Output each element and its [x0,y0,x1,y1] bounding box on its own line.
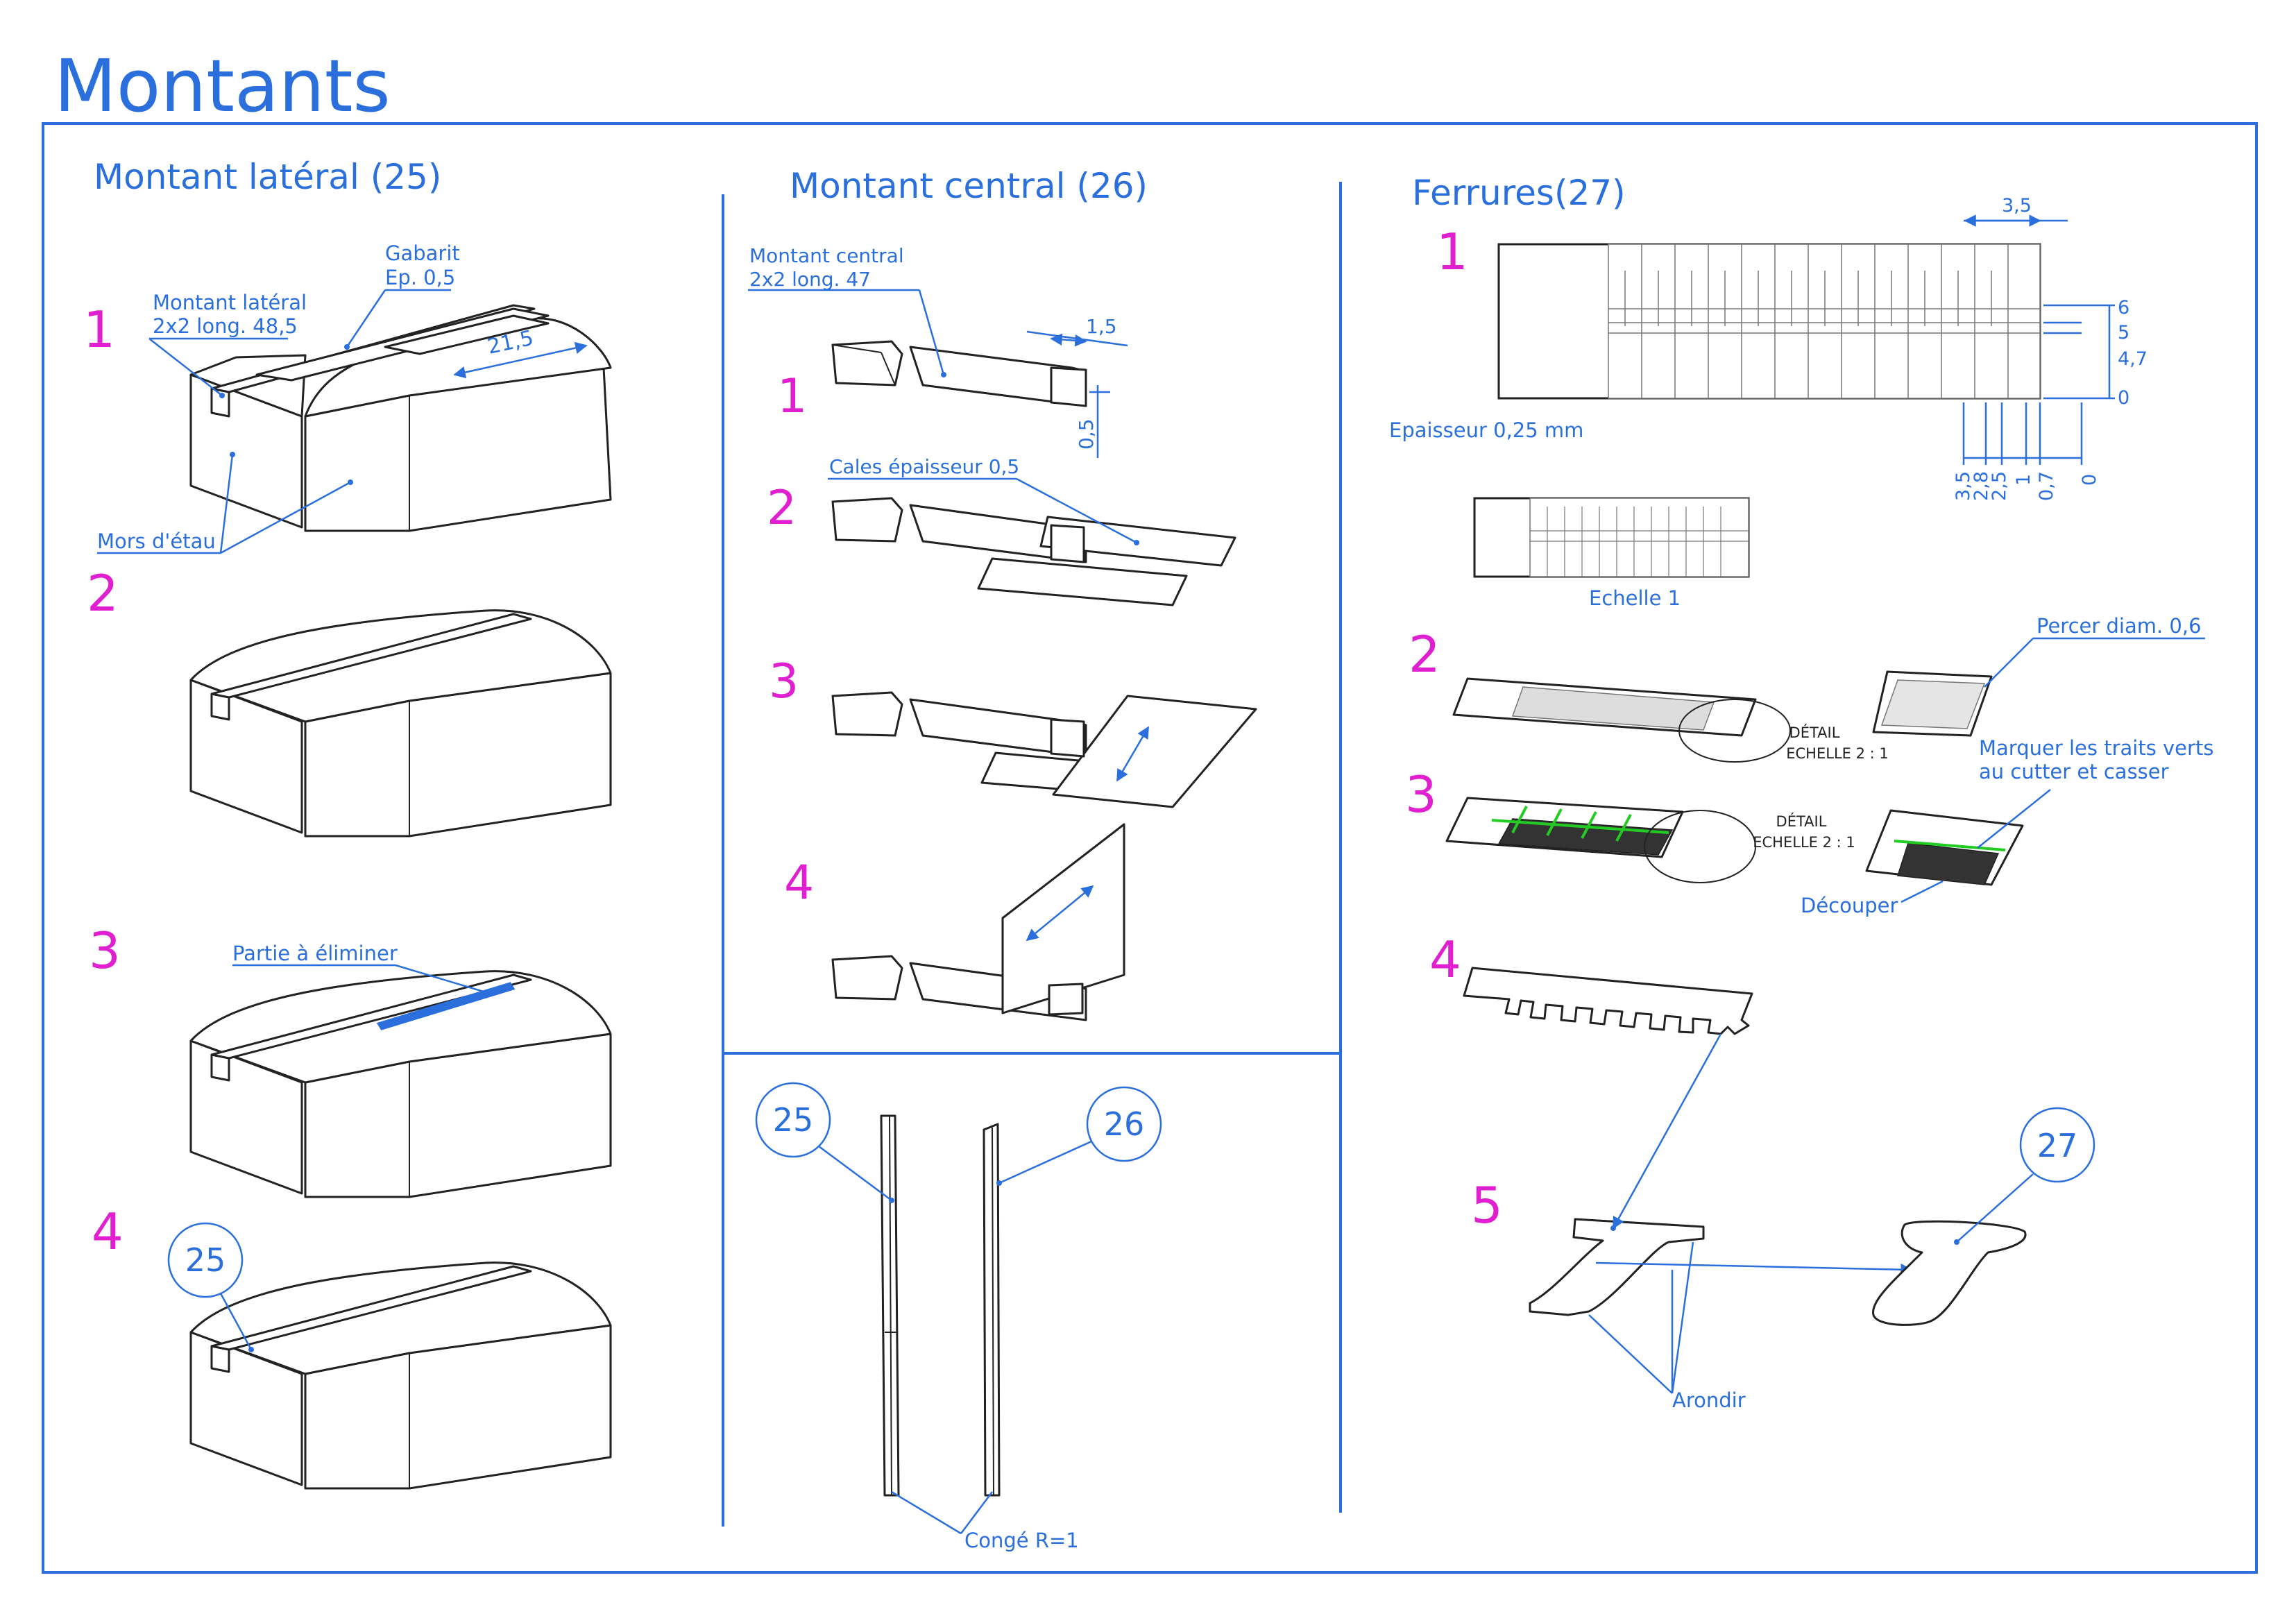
bubble-25-central-text: 25 [773,1101,814,1139]
lateral-step-4-vise [189,1261,612,1490]
section-title-ferrures: Ferrures(27) [1412,173,1626,213]
dim-0-5: 0,5 [1075,418,1098,450]
label-marquer-line2: au cutter et casser [1979,760,2169,783]
dim-bottom-1: 1 [2013,474,2034,486]
lateral-step-3-vise [189,970,612,1198]
lateral-step-2-number: 2 [87,564,119,622]
label-partie-eliminer: Partie à éliminer [232,942,398,965]
ferrures-step-2-number: 2 [1409,625,1440,683]
label-montant-central-line2: 2x2 long. 47 [749,268,871,291]
bubble-25-central [755,1082,831,1158]
bubble-26-central-text: 26 [1104,1105,1145,1143]
ferrures-step-3-number: 3 [1405,765,1437,824]
label-epaisseur: Epaisseur 0,25 mm [1389,418,1583,442]
label-montant-lateral-line1: Montant latéral [153,291,307,314]
dim-bottom-2-5: 2,5 [1989,471,2010,501]
dim-line-21-5 [453,341,588,379]
lateral-step-4-number: 4 [92,1203,124,1261]
ferrures-step-2-sheet [1452,670,1993,763]
central-step-2-parts [831,497,1236,606]
finished-uprights [880,1114,1001,1497]
label-marquer-line1: Marquer les traits verts [1979,736,2213,760]
label-montant-central-line1: Montant central [749,244,904,267]
label-decouper: Découper [1801,894,1898,917]
bubble-26-central [1086,1086,1162,1162]
central-step-2-number: 2 [767,481,797,536]
central-step-3-number: 3 [769,654,799,709]
label-conge: Congé R=1 [964,1529,1079,1552]
label-mors-etau: Mors d'étau [97,529,216,553]
section-montant-central: Montant central (26) 1 Montant central 2… [748,166,1257,1552]
ferrures-step-5-part [1529,1033,1722,1316]
ferrures-step-1-number: 1 [1436,223,1468,281]
central-step-4-parts [831,823,1125,1021]
dims-right-group: 6 5 4,7 0 [2043,297,2148,409]
dim-3-5-top: 3,5 [2002,195,2032,216]
dim-bottom-2-8: 2,8 [1971,471,1992,501]
lateral-step-3-number: 3 [89,921,121,980]
page-title: Montants [54,44,391,128]
label-arondir: Arondir [1672,1388,1746,1412]
ferrures-step-3-sheet [1445,797,2024,886]
label-percer: Percer diam. 0,6 [2036,614,2202,638]
label-echelle: Echelle 1 [1589,586,1681,610]
bubble-25-lateral [167,1222,244,1298]
detail2-line1: DÉTAIL [1776,813,1827,830]
bubble-25-lateral-text: 25 [185,1241,226,1279]
label-gabarit-line2: Ep. 0,5 [385,266,455,289]
outer-frame [42,122,2258,1574]
arrow-to-final-part [1595,1261,1913,1276]
central-step-4-number: 4 [784,856,814,910]
lateral-step-1-number: 1 [83,300,115,359]
central-step-3-parts [831,691,1257,808]
label-montant-lateral-line2: 2x2 long. 48,5 [153,314,298,338]
ferrures-step-4-comb [1463,967,1753,1035]
dim-1-5: 1,5 [1086,315,1117,338]
dim-bottom-0: 0 [2079,474,2100,486]
dim-right-6: 6 [2118,297,2129,318]
dim-right-4-7: 4,7 [2118,348,2148,370]
ferrures-scale-1-thumbnail [1473,497,1750,578]
central-step-1-parts [831,340,1087,407]
section-ferrures: Ferrures(27) 1 [1389,173,2213,1412]
dim-right-0: 0 [2118,387,2129,409]
partie-a-eliminer-hatch [376,982,516,1030]
dim-bottom-0-7: 0,7 [2036,471,2057,501]
label-gabarit-line1: Gabarit [385,241,460,265]
dim-bottom-3-5: 3,5 [1953,471,1974,501]
section-title-lateral: Montant latéral (25) [94,157,441,197]
detail1-line2: ECHELLE 2 : 1 [1786,745,1888,762]
ferrures-step-4-number: 4 [1429,931,1461,989]
lateral-step-2-vise [189,609,612,838]
dim-right-5: 5 [2118,322,2129,343]
bubble-27-text: 27 [2037,1127,2078,1164]
detail2-line2: ECHELLE 2 : 1 [1753,834,1855,851]
ferrures-step-5-number: 5 [1471,1176,1503,1234]
ferrures-final-part [1872,1220,2027,1326]
section-title-central: Montant central (26) [790,166,1148,206]
section-montant-lateral: Montant latéral (25) 1 Gabarit Ep. 0,5 M… [83,157,612,1490]
dims-bottom-group: 3,5 2,8 2,5 1 0,7 0 [1953,402,2100,501]
central-step-1-number: 1 [777,369,807,424]
ferrures-comb-sheet [1497,243,2041,400]
detail1-line1: DÉTAIL [1789,724,1840,741]
bubble-27 [2019,1107,2095,1183]
label-cales: Cales épaisseur 0,5 [829,455,1019,478]
